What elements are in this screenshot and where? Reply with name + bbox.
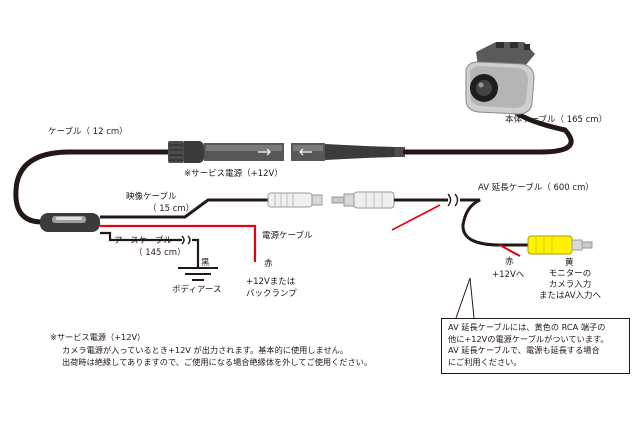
black-label: 黒 [201, 258, 210, 268]
body-earth-label: ボディアース [172, 285, 222, 295]
earth-cable-length: （ 145 cm） [134, 248, 186, 258]
red-label-left: 赤 [264, 259, 273, 269]
body-cable [402, 105, 574, 155]
callout-line: AV 延長ケーブルで、電源も延長する場合 [448, 345, 600, 355]
callout-pointer [455, 277, 475, 319]
power-cable [100, 224, 257, 262]
short-cable [13, 149, 171, 225]
cable-label: ケーブル（ 12 cm） [48, 127, 128, 137]
arrow-left-icon [299, 148, 312, 156]
ground-icon [178, 267, 218, 281]
rca-yellow-connector [527, 235, 593, 255]
monitor-label-1: モニターの [548, 269, 592, 279]
cable-connector-right [291, 143, 405, 161]
callout-line: AV 延長ケーブルには、黄色の RCA 端子の [448, 322, 606, 332]
body-cable-label: 本体ケーブル（ 165 cm） [505, 115, 608, 125]
red-callout-line [391, 204, 441, 231]
av-extension-label: AV 延長ケーブル（ 600 cm） [478, 183, 594, 193]
earth-cable-label: アースケーブル [114, 236, 173, 246]
footnote-line: 出荷時は絶縁してありますので、ご使用になる場合絶縁体を外してご使用ください。 [62, 357, 373, 367]
camera [465, 42, 535, 115]
rca-male-connector [331, 191, 395, 209]
footnote-title: ※サービス電源（+12V） [50, 332, 146, 342]
yellow-label: 黄 [565, 258, 574, 268]
callout-line: にご利用ください。 [448, 356, 522, 367]
cable-connector-left [168, 141, 284, 163]
callout-line: 他に+12Vの電源ケーブルがついています。 [448, 333, 609, 344]
footnote-line: カメラ電源が入っているとき+12V が出力されます。基本的に使用しません。 [62, 345, 349, 355]
junction-box [40, 213, 100, 232]
arrow-right-icon [258, 148, 271, 156]
video-cable-label: 映像ケーブル [126, 192, 177, 202]
monitor-label-2: カメラ入力 [548, 280, 592, 290]
back-lamp-label: バックランプ [246, 289, 297, 299]
earth-cable [100, 231, 182, 242]
red-label-right: 赤 [505, 257, 514, 267]
rca-female-connector [267, 192, 323, 208]
av-extension-callout: AV 延長ケーブルには、黄色の RCA 端子の 他に+12Vの電源ケーブルがつい… [441, 318, 630, 374]
plus12-to-label: +12Vへ [492, 270, 525, 280]
power-cable-label: 電源ケーブル [262, 231, 313, 241]
plus12-or-label: +12Vまたは [246, 277, 296, 287]
monitor-label-3: またはAV入力へ [538, 291, 602, 301]
av-extension-red-wire [499, 244, 521, 257]
video-cable [100, 198, 270, 219]
video-cable-length: （ 15 cm） [148, 204, 195, 214]
service-power-label: ※サービス電源（+12V） [184, 169, 283, 179]
